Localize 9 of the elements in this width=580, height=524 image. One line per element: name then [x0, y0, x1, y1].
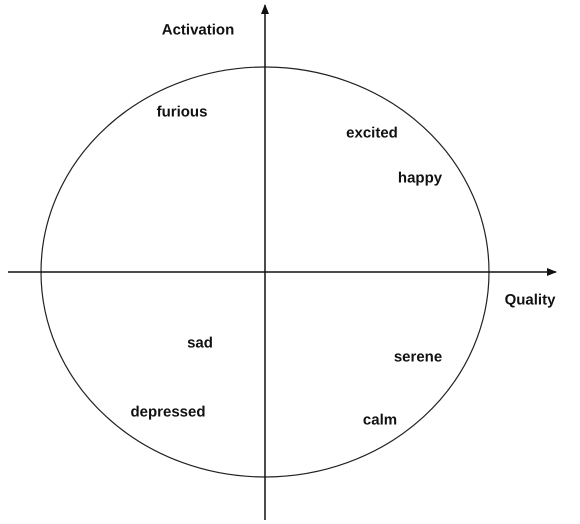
- axis-label: Activation: [162, 22, 234, 38]
- word-label: serene: [394, 348, 442, 366]
- word-label: furious: [156, 104, 208, 120]
- axis-label: Quality: [504, 292, 556, 308]
- word-label: calm: [362, 412, 398, 428]
- word-label: depressed: [130, 404, 206, 420]
- word-label: happy: [398, 170, 442, 186]
- word-label: excited: [346, 124, 398, 142]
- word-label: sad: [187, 334, 213, 352]
